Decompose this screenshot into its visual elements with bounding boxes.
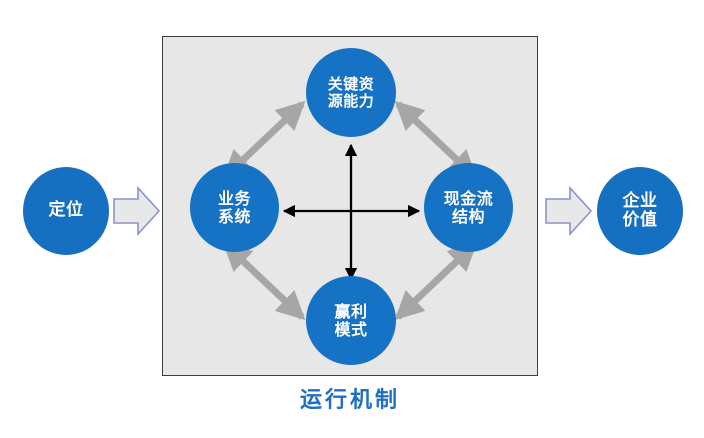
node-business-system-line-1: 业务 [217, 188, 251, 208]
node-business-system[interactable]: 业务 系统 [190, 163, 279, 252]
arrow-positioning-to-mechanism-icon [113, 185, 161, 237]
mechanism-caption: 运行机制 [299, 388, 400, 413]
node-enterprise-value-line-2: 价值 [622, 210, 658, 230]
node-key-resources[interactable]: 关键资 源能力 [306, 48, 396, 137]
node-key-resources-line-1: 关键资 [327, 74, 375, 93]
node-business-system-line-2: 系统 [217, 206, 251, 226]
node-key-resources-line-2: 源能力 [327, 91, 375, 110]
node-profit-model[interactable]: 赢利 模式 [306, 276, 396, 365]
node-cashflow-structure-line-2: 结构 [451, 206, 485, 226]
node-positioning-line-1: 定位 [48, 200, 84, 221]
node-cashflow-structure[interactable]: 现金流 结构 [424, 163, 513, 252]
node-cashflow-structure-line-1: 现金流 [443, 188, 494, 208]
node-profit-model-line-2: 模式 [334, 319, 368, 339]
node-enterprise-value-line-1: 企业 [622, 190, 658, 211]
node-positioning[interactable]: 定位 [23, 167, 109, 255]
node-profit-model-line-1: 赢利 [334, 301, 368, 321]
arrow-mechanism-to-value-icon [545, 185, 593, 237]
node-enterprise-value[interactable]: 企业 价值 [597, 167, 683, 255]
